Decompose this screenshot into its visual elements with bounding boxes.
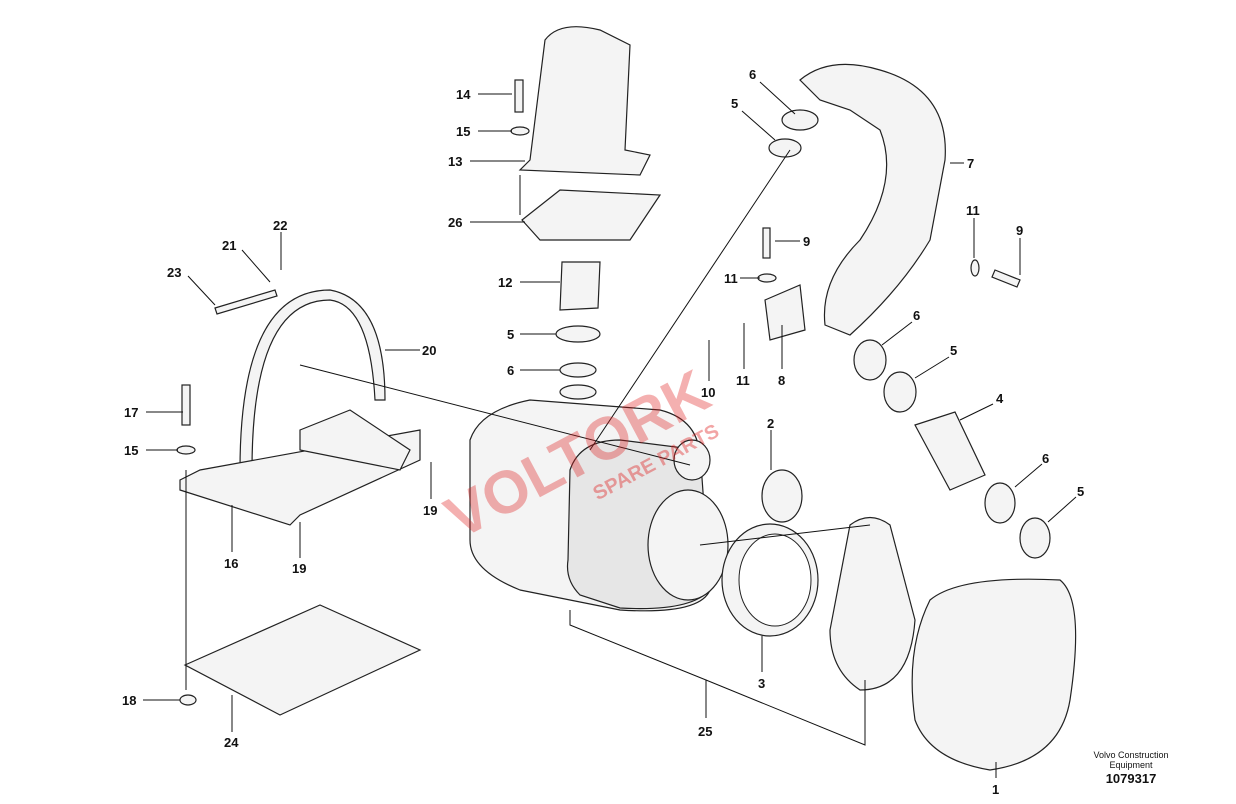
callout-18: 18 bbox=[122, 693, 136, 708]
callout-11: 11 bbox=[736, 373, 750, 388]
callout-labels: 14 15 13 26 12 5 6 22 21 23 20 17 15 16 … bbox=[122, 67, 1084, 797]
callout-leaders bbox=[143, 81, 1077, 778]
brand-line-2: Equipment bbox=[1109, 760, 1153, 770]
callout-5: 5 bbox=[507, 327, 514, 342]
callout-9: 9 bbox=[803, 234, 810, 249]
callout-9: 9 bbox=[1016, 223, 1023, 238]
callout-3: 3 bbox=[758, 676, 765, 691]
callout-19: 19 bbox=[292, 561, 306, 576]
callout-6: 6 bbox=[913, 308, 920, 323]
callout-5: 5 bbox=[731, 96, 738, 111]
callout-6: 6 bbox=[749, 67, 756, 82]
callout-6: 6 bbox=[507, 363, 514, 378]
callout-11: 11 bbox=[724, 271, 738, 286]
callout-12: 12 bbox=[498, 275, 512, 290]
callout-15: 15 bbox=[124, 443, 138, 458]
parts-illustration bbox=[176, 26, 1077, 771]
callout-24: 24 bbox=[224, 735, 239, 750]
callout-13: 13 bbox=[448, 154, 462, 169]
callout-5: 5 bbox=[1077, 484, 1084, 499]
callout-1: 1 bbox=[992, 782, 999, 797]
callout-7: 7 bbox=[967, 156, 974, 171]
callout-6: 6 bbox=[1042, 451, 1049, 466]
callout-21: 21 bbox=[222, 238, 236, 253]
callout-15: 15 bbox=[456, 124, 470, 139]
callout-5: 5 bbox=[950, 343, 957, 358]
callout-16: 16 bbox=[224, 556, 238, 571]
callout-8: 8 bbox=[778, 373, 785, 388]
callout-26: 26 bbox=[448, 215, 462, 230]
callout-17: 17 bbox=[124, 405, 138, 420]
callout-23: 23 bbox=[167, 265, 181, 280]
drawing-number: 1079317 bbox=[1106, 771, 1157, 786]
callout-19: 19 bbox=[423, 503, 437, 518]
callout-25: 25 bbox=[698, 724, 712, 739]
callout-2: 2 bbox=[767, 416, 774, 431]
callout-10: 10 bbox=[701, 385, 715, 400]
brand-line-1: Volvo Construction bbox=[1093, 750, 1168, 760]
callout-14: 14 bbox=[456, 87, 471, 102]
callout-22: 22 bbox=[273, 218, 287, 233]
callout-11: 11 bbox=[966, 203, 980, 218]
callout-20: 20 bbox=[422, 343, 436, 358]
callout-4: 4 bbox=[996, 391, 1004, 406]
drawing-footer: Volvo Construction Equipment 1079317 bbox=[1093, 750, 1168, 786]
